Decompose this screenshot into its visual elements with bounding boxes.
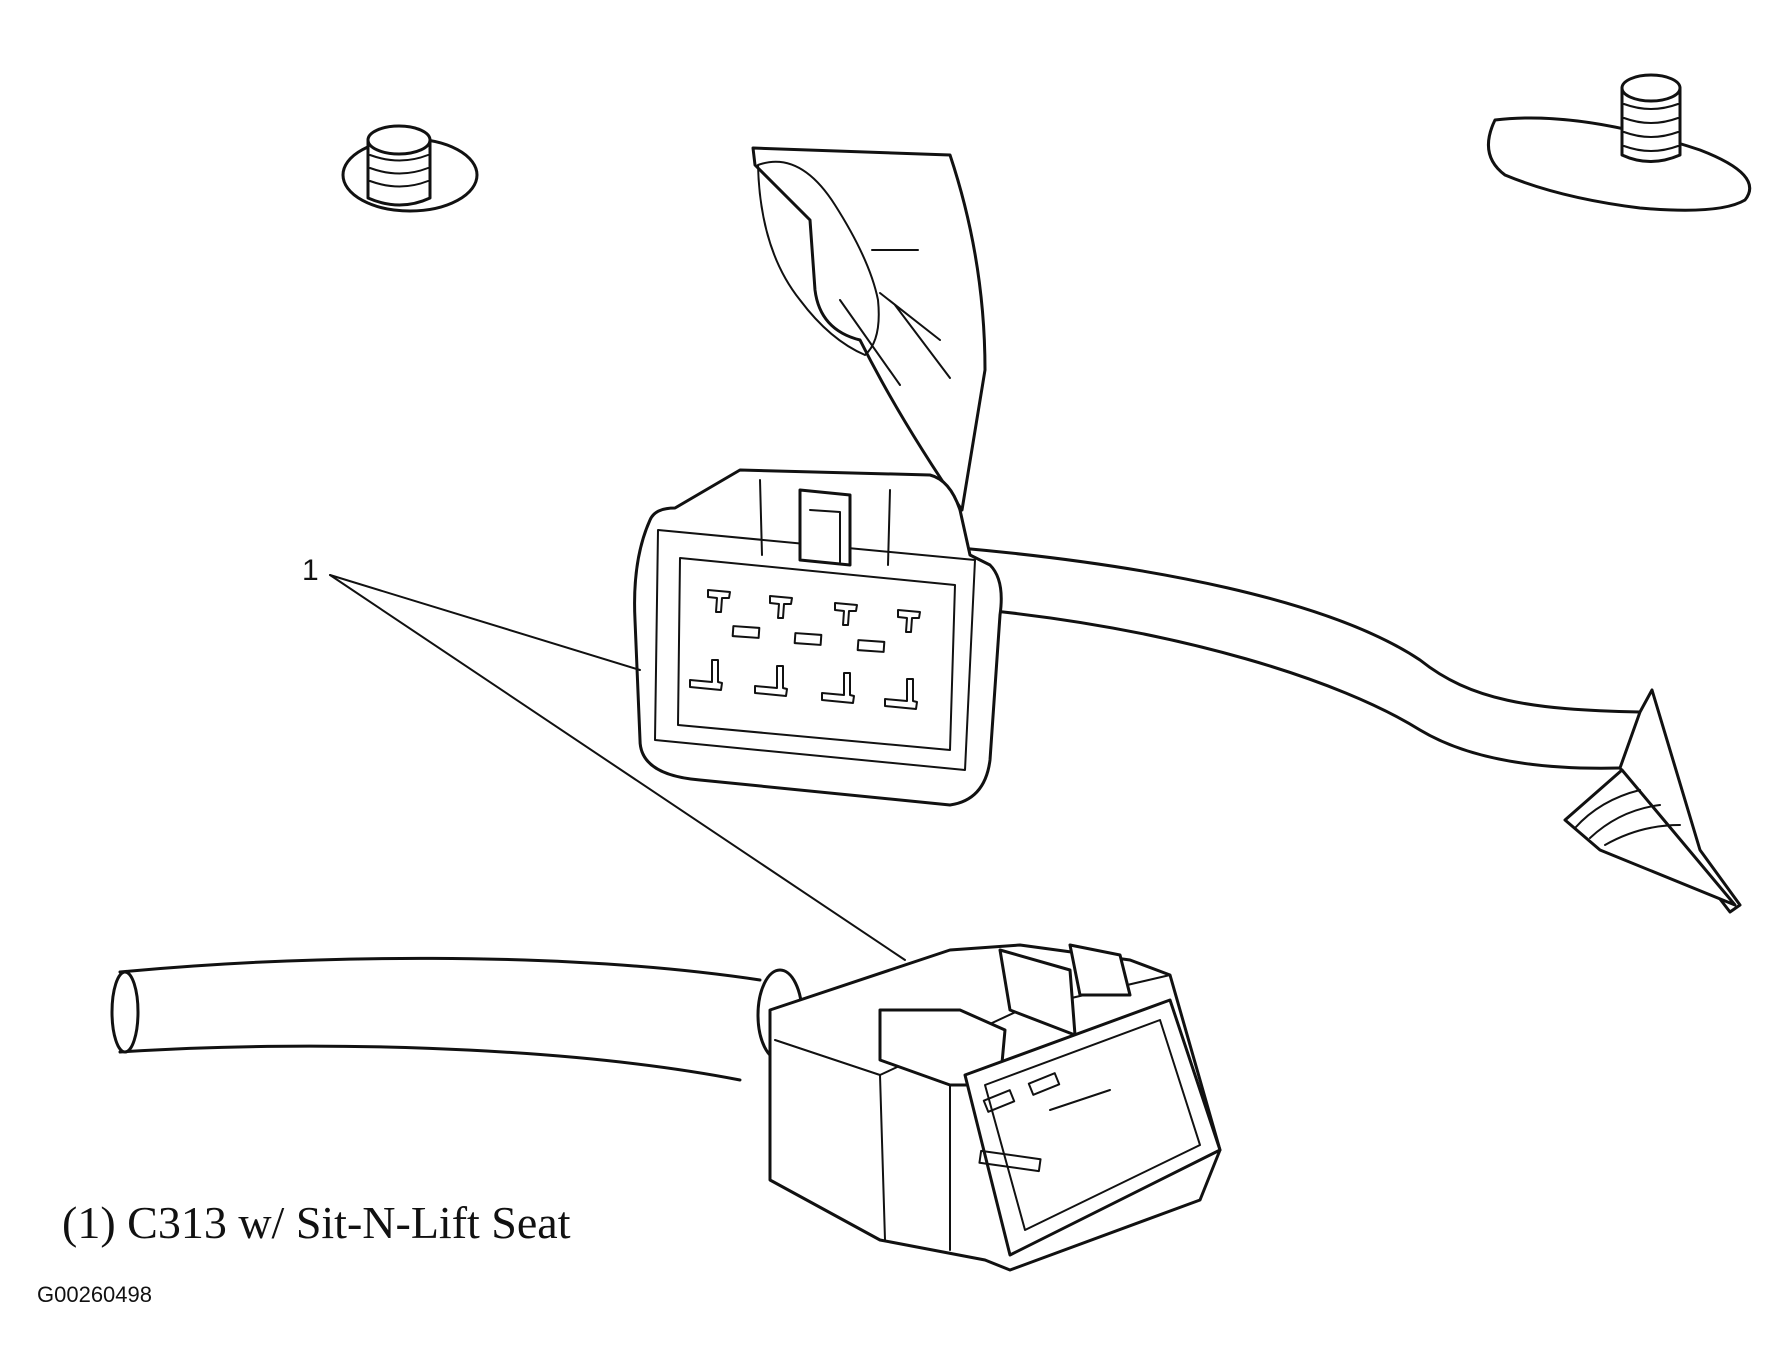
right-mounting-stud xyxy=(1487,73,1752,212)
figure-id: G00260498 xyxy=(37,1282,152,1307)
pin-row-top xyxy=(707,589,921,633)
left-mounting-stud xyxy=(341,124,479,213)
upper-connector xyxy=(633,146,1003,807)
diagram-caption: (1) C313 w/ Sit-N-Lift Seat xyxy=(62,1197,571,1248)
lower-wire-harness xyxy=(110,956,804,1082)
lower-connector xyxy=(768,943,1222,1272)
callout-number: 1 xyxy=(302,554,319,587)
pin-row-middle xyxy=(731,625,886,653)
callout-leader-lines xyxy=(329,574,906,961)
upper-wire-harness xyxy=(958,546,1742,914)
pin-row-bottom xyxy=(689,659,918,710)
